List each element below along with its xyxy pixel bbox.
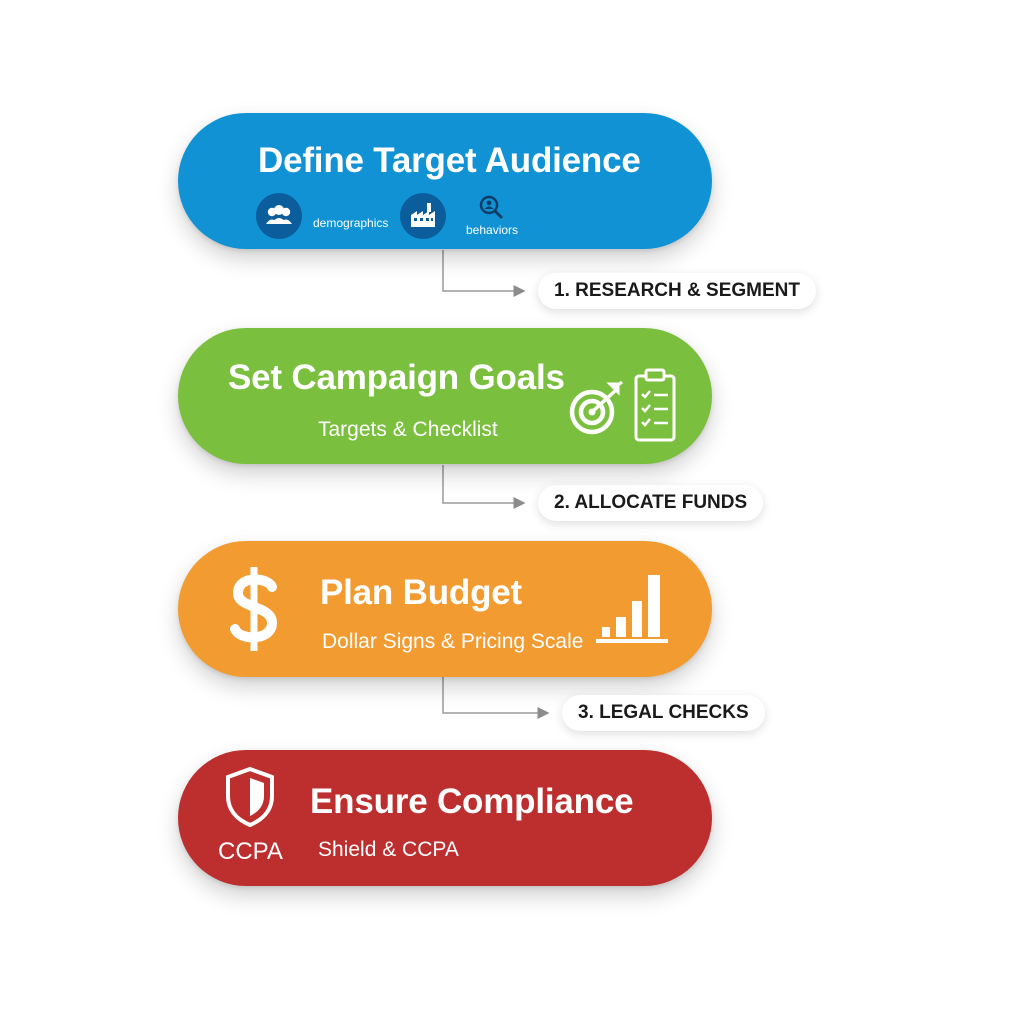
step-subtitle: Shield & CCPA — [318, 838, 459, 861]
step-subtitle: Targets & Checklist — [318, 418, 498, 441]
step-subtitle: Dollar Signs & Pricing Scale — [322, 630, 584, 653]
factory-icon — [400, 193, 446, 239]
transition-label-3: 3. LEGAL CHECKS — [562, 695, 765, 731]
connector-3 — [442, 677, 550, 719]
search-person-icon — [476, 193, 506, 223]
step-ensure-compliance: Ensure Compliance CCPA Shield & CCPA — [178, 750, 712, 886]
transition-label-1: 1. RESEARCH & SEGMENT — [538, 273, 816, 309]
transition-label-2: 2. ALLOCATE FUNDS — [538, 485, 764, 521]
connector-2 — [442, 465, 526, 509]
target-icon — [566, 378, 626, 438]
step-title: Plan Budget — [320, 573, 522, 612]
ccpa-badge: CCPA — [218, 838, 283, 865]
step-plan-budget: Plan Budget Dollar Signs & Pricing Scale — [178, 541, 712, 677]
step-define-target-audience: Define Target Audience demographics — [178, 113, 712, 249]
step-set-campaign-goals: Set Campaign Goals Targets & Checklist — [178, 328, 712, 464]
dollar-icon — [226, 563, 282, 655]
connector-1 — [442, 250, 526, 297]
step-title: Ensure Compliance — [310, 782, 634, 821]
step-title: Define Target Audience — [258, 141, 641, 180]
step-title: Set Campaign Goals — [228, 358, 565, 397]
people-icon — [256, 193, 302, 239]
demographics-label: demographics — [313, 216, 389, 230]
behaviors-label: behaviors — [466, 223, 519, 237]
shield-icon — [224, 766, 276, 828]
checklist-icon — [632, 368, 678, 444]
bar-chart-icon — [596, 571, 670, 645]
